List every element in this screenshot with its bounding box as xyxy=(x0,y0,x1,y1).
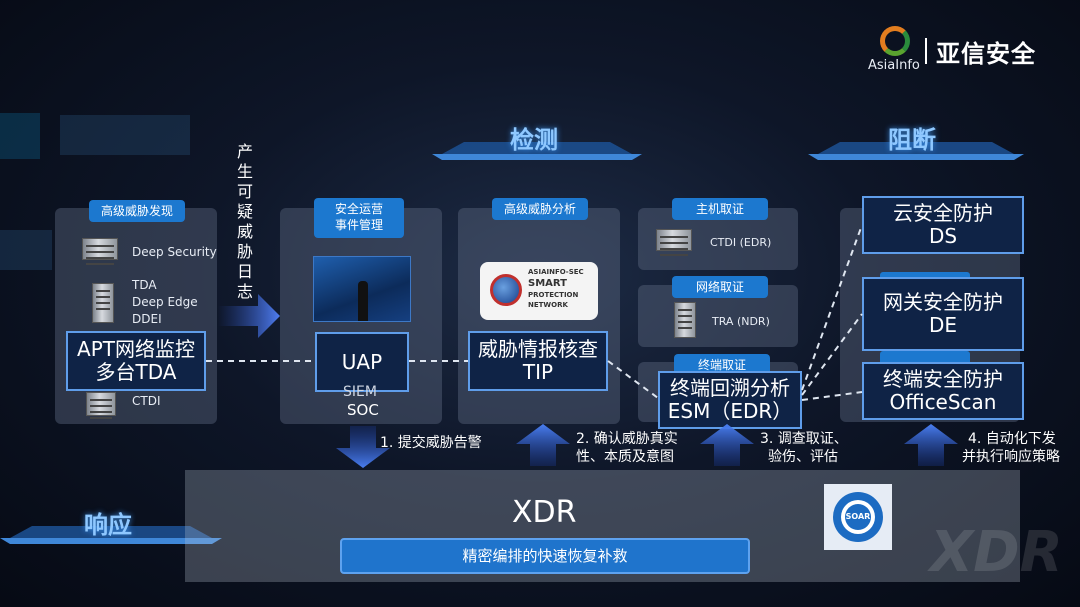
gateway-line2: DE xyxy=(928,313,958,337)
product-ddei: DDEI xyxy=(132,312,162,326)
step4-line1: 4. 自动化下发 xyxy=(968,431,1056,447)
soc-pill-line2: 事件管理 xyxy=(334,218,383,233)
step2-line2: 性、本质及意图 xyxy=(576,449,674,466)
detect-header-bar xyxy=(432,142,642,160)
orchestration-label: 精密编排的快速恢复补救 xyxy=(462,547,628,565)
product-ctdi: CTDI xyxy=(132,394,161,408)
arrow-right-icon xyxy=(218,294,280,338)
background-glow xyxy=(60,115,190,155)
threat-discovery-pill: 高级威胁发现 xyxy=(89,200,185,222)
soc-pill-line1: 安全运营 xyxy=(334,202,383,216)
uap-box[interactable]: UAP xyxy=(315,332,409,392)
soc-pill: 安全运营 事件管理 xyxy=(314,198,404,238)
brand-cn: 亚信安全 xyxy=(936,40,1036,68)
threat-analysis-pill: 高级威胁分析 xyxy=(492,198,588,220)
brand-divider xyxy=(925,38,927,64)
block-bg-pill xyxy=(880,351,970,365)
product-deep-edge: Deep Edge xyxy=(132,295,198,309)
block-header: 阻断 xyxy=(888,126,936,154)
apt-monitor-line1: APT网络监控 xyxy=(77,337,195,361)
esm-box[interactable]: 终端回溯分析 ESM（EDR） xyxy=(658,371,802,429)
step1-label: 1. 提交威胁告警 xyxy=(380,435,482,451)
host-product: CTDI (EDR) xyxy=(710,236,772,249)
server-icon xyxy=(656,229,692,251)
spn-badge-line1: ASIAINFO-SEC xyxy=(528,268,584,276)
product-tda: TDA xyxy=(132,278,157,292)
server-icon xyxy=(86,392,116,416)
step4-line2: 并执行响应策略 xyxy=(962,449,1060,466)
background-glow xyxy=(0,113,40,159)
apt-monitor-box[interactable]: APT网络监控 多台TDA xyxy=(66,331,206,391)
soc-label: SOC xyxy=(347,401,379,419)
esm-line1: 终端回溯分析 xyxy=(670,376,790,400)
xdr-title: XDR xyxy=(512,495,577,530)
gateway-security-box[interactable]: 网关安全防护 DE xyxy=(862,277,1024,351)
gateway-line1: 网关安全防护 xyxy=(883,290,1003,314)
respond-header-bar xyxy=(0,526,222,544)
network-forensics-pill: 网络取证 xyxy=(672,276,768,298)
respond-header: 响应 xyxy=(84,511,132,539)
detect-header: 检测 xyxy=(510,126,558,154)
arrow-up-icon xyxy=(904,424,958,466)
server-icon xyxy=(92,283,114,323)
product-deep-security: Deep Security xyxy=(132,245,217,259)
esm-line2: ESM（EDR） xyxy=(667,399,793,423)
spn-badge-line2: SMART xyxy=(528,278,567,289)
spn-badge-line3: PROTECTION xyxy=(528,291,579,299)
host-forensics-pill: 主机取证 xyxy=(672,198,768,220)
globe-icon xyxy=(490,274,522,306)
cloud-line2: DS xyxy=(928,224,958,248)
step3-label: 3. 调查取证、 验伤、评估 xyxy=(760,430,848,466)
endpoint-line1: 终端安全防护 xyxy=(883,367,1003,391)
brand-en: AsiaInfo xyxy=(868,58,920,73)
cloud-line1: 云安全防护 xyxy=(893,201,993,225)
security-dashboard-image xyxy=(313,256,411,322)
server-icon xyxy=(82,238,118,260)
step4-label: 4. 自动化下发 并执行响应策略 xyxy=(962,430,1060,466)
step2-line1: 2. 确认威胁真实 xyxy=(576,431,678,447)
apt-monitor-line2: 多台TDA xyxy=(95,360,177,384)
soar-gear-icon[interactable]: SOAR xyxy=(824,484,892,550)
block-header-bar xyxy=(808,142,1024,160)
network-product: TRA (NDR) xyxy=(712,315,770,328)
endpoint-security-box[interactable]: 终端安全防护 OfficeScan xyxy=(862,362,1024,420)
siem-label: SIEM xyxy=(343,384,377,400)
soar-label: SOAR xyxy=(845,512,871,521)
cloud-security-box[interactable]: 云安全防护 DS xyxy=(862,196,1024,254)
spn-badge: ASIAINFO-SEC SMART PROTECTION NETWORK xyxy=(480,262,598,320)
endpoint-forensics-pill: 终端取证 xyxy=(674,354,770,376)
step2-label: 2. 确认威胁真实 性、本质及意图 xyxy=(576,430,678,466)
orchestration-bar[interactable]: 精密编排的快速恢复补救 xyxy=(340,538,750,574)
uap-label: UAP xyxy=(341,349,383,374)
tip-line1: 威胁情报核查 xyxy=(478,337,598,361)
tip-line2: TIP xyxy=(522,360,554,384)
tip-box[interactable]: 威胁情报核查 TIP xyxy=(468,331,608,391)
arrow-down-icon xyxy=(336,426,390,468)
asiainfo-logo-icon xyxy=(880,26,910,56)
arrow-up-icon xyxy=(700,424,754,466)
step3-line2: 验伤、评估 xyxy=(768,449,838,466)
step3-line1: 3. 调查取证、 xyxy=(760,431,848,447)
suspicious-log-note: 产生可疑威胁日志 xyxy=(236,142,253,301)
xdr-watermark: XDR xyxy=(930,520,1063,585)
background-glow xyxy=(0,230,52,270)
spn-badge-line4: NETWORK xyxy=(528,301,568,309)
server-icon xyxy=(674,302,696,338)
arrow-up-icon xyxy=(516,424,570,466)
endpoint-line2: OfficeScan xyxy=(889,390,997,414)
